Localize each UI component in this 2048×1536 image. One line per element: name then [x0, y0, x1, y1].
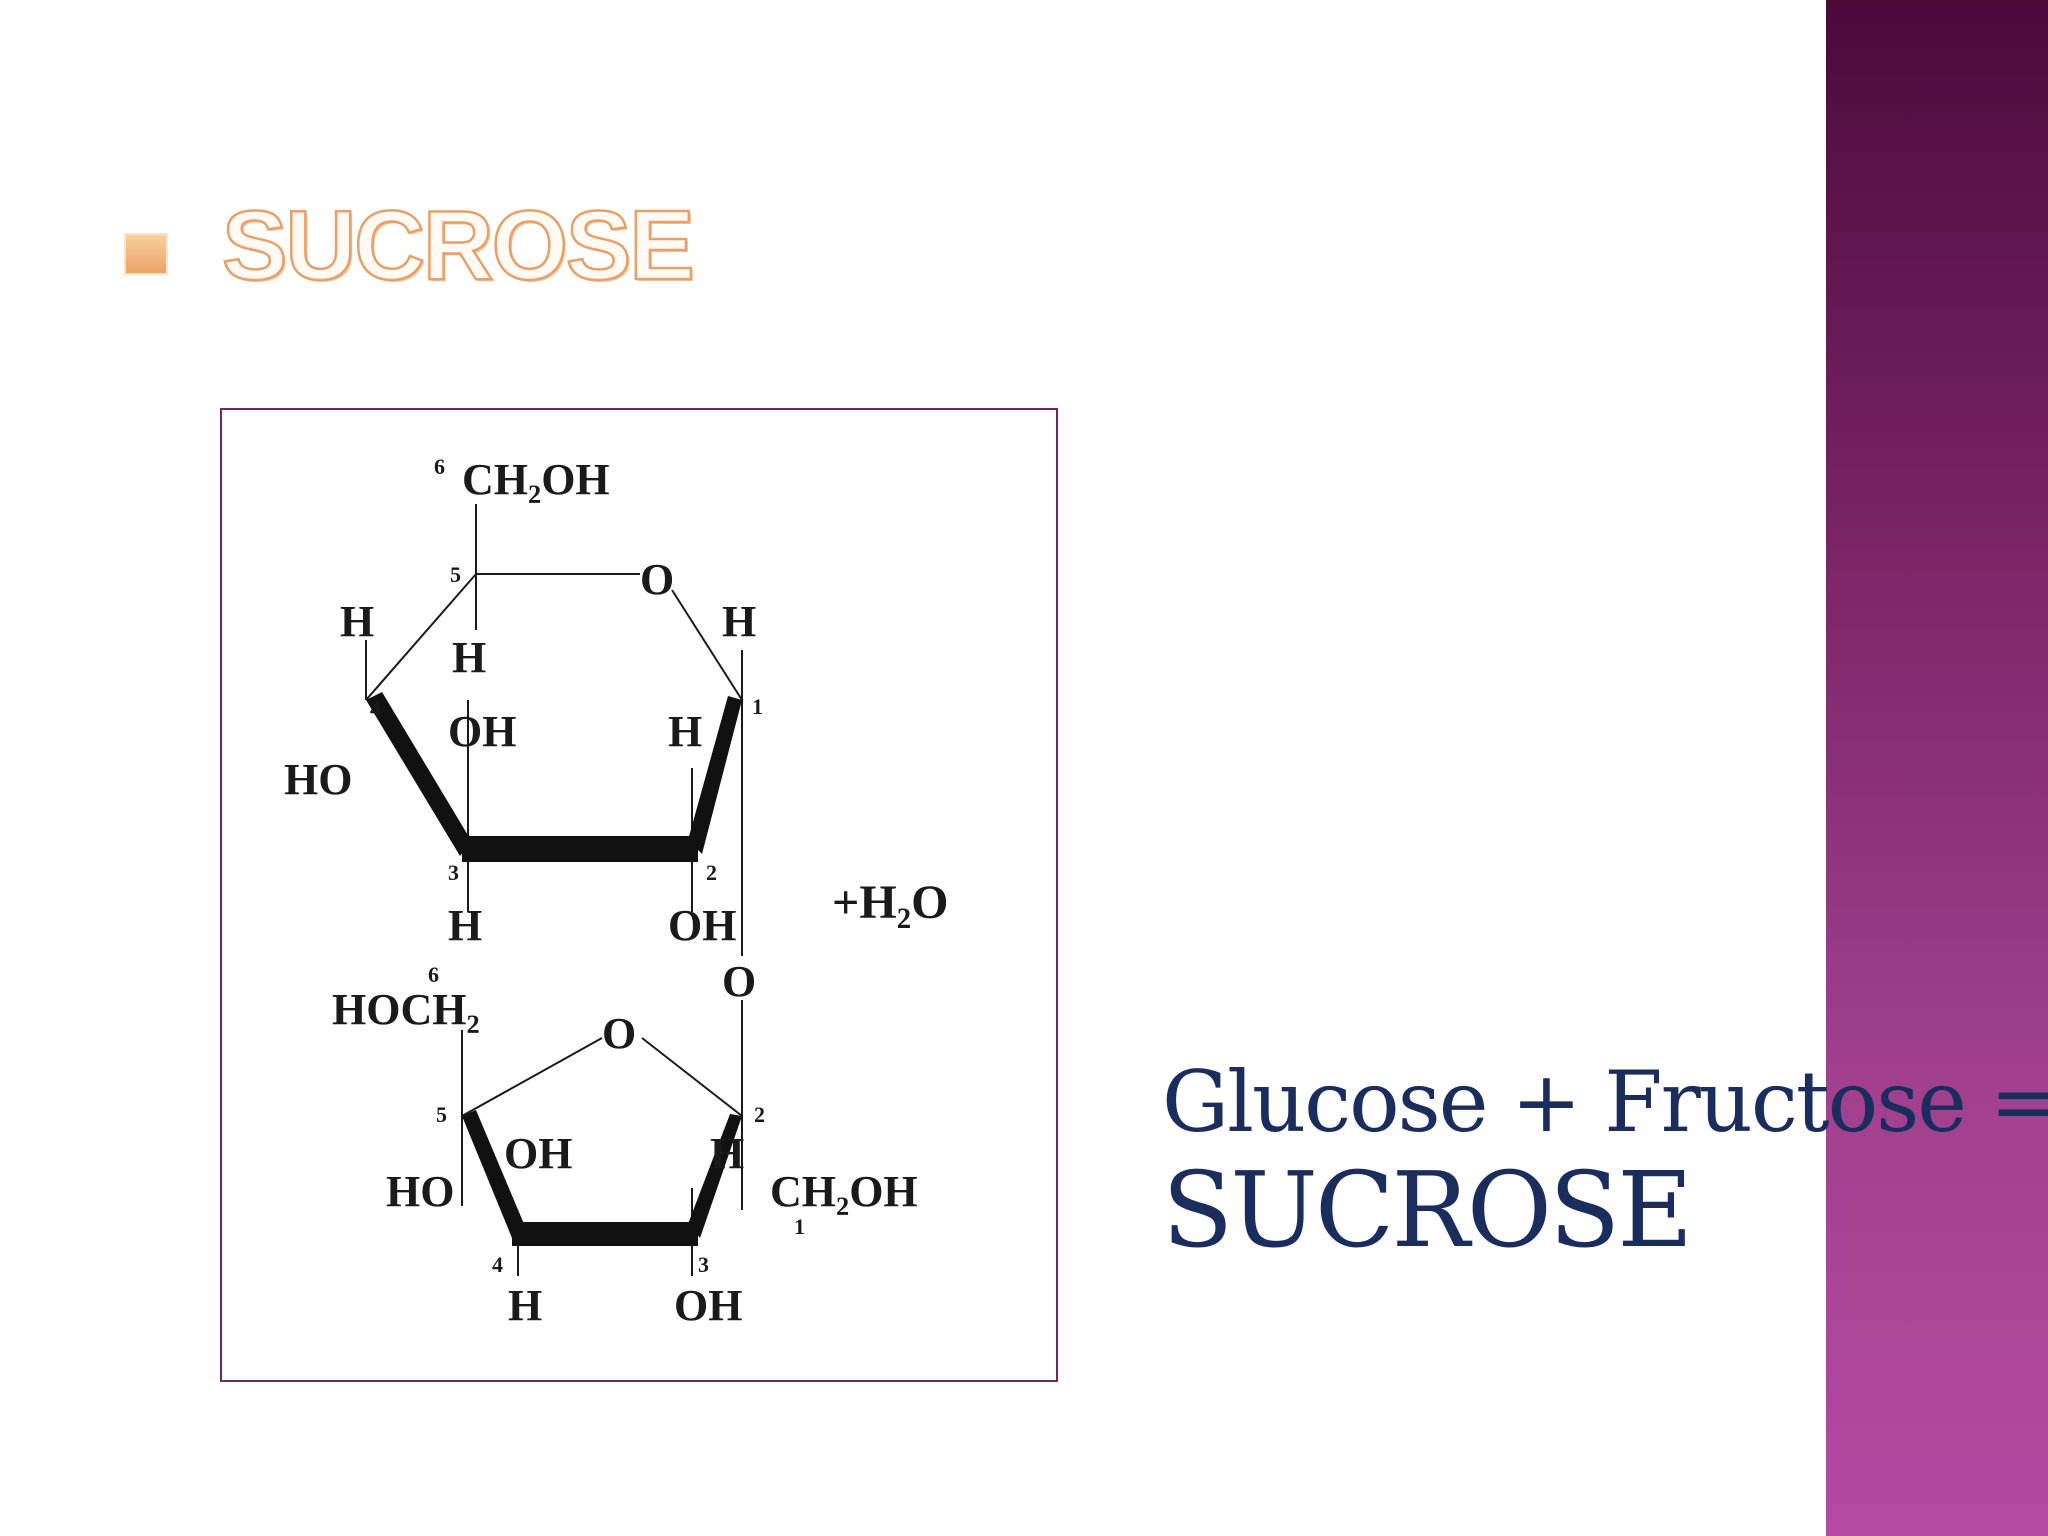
- glucose-c2-number: 2: [706, 860, 717, 885]
- fructose-h-c4: H: [508, 1281, 542, 1330]
- fructose-c1-number: 1: [794, 1214, 805, 1239]
- bullet-icon: [124, 233, 168, 275]
- fructose-c1-group: CH₂OH: [770, 1167, 918, 1216]
- sucrose-structure-diagram: CH₂OH O H H H OH H HO H OH O +H₂O 6 5 4 …: [220, 408, 1058, 1382]
- water-label: +H₂O: [832, 876, 948, 929]
- decorative-sidebar: [1826, 0, 2048, 1536]
- fructose-ring-oxygen: O: [602, 1009, 636, 1058]
- glucose-h-c2: H: [668, 707, 702, 756]
- glucose-oh-c3: OH: [448, 707, 516, 756]
- glucose-c6-group: CH₂OH: [462, 455, 610, 504]
- glucose-oh-c4: HO: [284, 755, 352, 804]
- glucose-h-c1: H: [722, 597, 756, 646]
- caption-equation-line: Glucose + Fructose =: [1162, 1053, 2048, 1151]
- equation-caption: Glucose + Fructose = SUCROSE: [1162, 1050, 2048, 1266]
- fructose-c4-number: 4: [492, 1252, 503, 1277]
- glycosidic-oxygen: O: [722, 957, 756, 1006]
- glucose-c5-number: 5: [450, 562, 461, 587]
- fructose-c2-number: 2: [754, 1102, 765, 1127]
- glucose-c6-number: 6: [434, 454, 445, 479]
- fructose-h-c3: H: [710, 1129, 744, 1178]
- glucose-h-c4: H: [340, 597, 374, 646]
- glucose-c3-number: 3: [448, 860, 459, 885]
- glucose-oh-c2: OH: [668, 901, 736, 950]
- fructose-oh-c4: OH: [504, 1129, 572, 1178]
- glucose-ring-oxygen: O: [640, 555, 674, 604]
- fructose-c5-number: 5: [436, 1102, 447, 1127]
- fructose-c6-group: HOCH₂: [332, 985, 480, 1034]
- glucose-c4-number: 4: [370, 696, 381, 721]
- fructose-oh-c3: OH: [674, 1281, 742, 1330]
- caption-result-line: SUCROSE: [1162, 1149, 1693, 1271]
- slide-title: SUCROSE: [221, 190, 696, 300]
- glucose-h-c3: H: [448, 901, 482, 950]
- glucose-h-c5: H: [452, 633, 486, 682]
- fructose-c3-number: 3: [698, 1252, 709, 1277]
- glucose-ring: [365, 504, 743, 956]
- glucose-c1-number: 1: [752, 694, 763, 719]
- fructose-oh-c5: HO: [386, 1167, 454, 1216]
- fructose-c6-number: 6: [428, 962, 439, 987]
- fructose-ring: [461, 1000, 743, 1276]
